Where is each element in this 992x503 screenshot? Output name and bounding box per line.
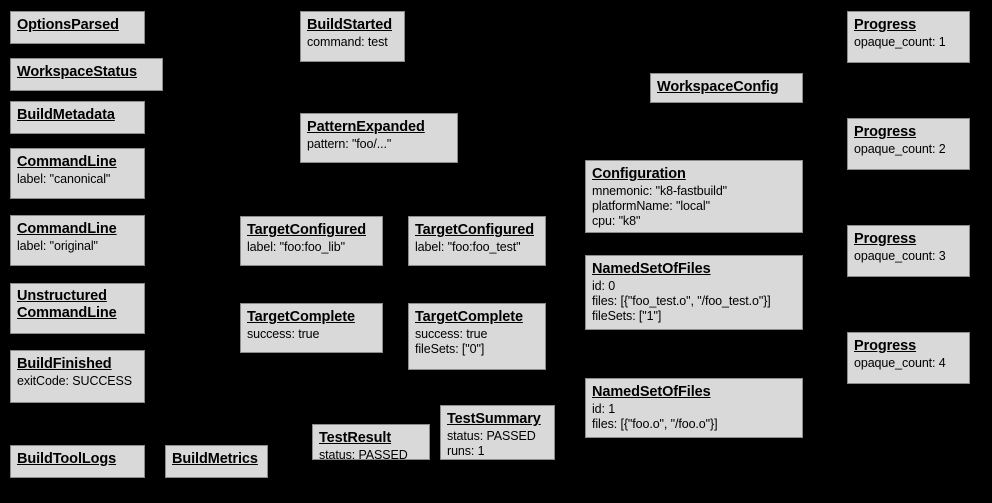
- event-node-title: NamedSetOfFiles: [592, 384, 711, 400]
- event-node-title: NamedSetOfFiles: [592, 261, 711, 277]
- event-node-progress-1[interactable]: Progress opaque_count: 1: [847, 11, 970, 63]
- event-node-target-complete-lib[interactable]: TargetComplete success: true: [240, 303, 383, 353]
- event-node-field: label: "original": [17, 239, 98, 254]
- event-node-title: Configuration: [592, 166, 686, 182]
- event-node-title: BuildFinished: [17, 356, 112, 372]
- event-node-test-result[interactable]: TestResult status: PASSED: [312, 424, 430, 463]
- event-node-fields: status: PASSED: [319, 448, 423, 463]
- event-node-field: mnemonic: "k8-fastbuild": [592, 184, 728, 199]
- event-node-build-finished[interactable]: BuildFinished exitCode: SUCCESS: [10, 350, 145, 403]
- event-node-title: PatternExpanded: [307, 119, 425, 135]
- event-node-workspace-config[interactable]: WorkspaceConfig: [650, 73, 803, 103]
- event-node-field: exitCode: SUCCESS: [17, 374, 133, 389]
- event-node-build-tool-logs[interactable]: BuildToolLogs: [10, 445, 145, 478]
- event-node-title: TargetComplete: [415, 309, 523, 325]
- event-node-field: runs: 1: [447, 443, 485, 458]
- event-node-field: fileSets: ["0"]: [415, 341, 485, 356]
- event-node-field: success: true: [247, 327, 320, 342]
- event-node-fields: label: "foo:foo_test": [415, 240, 539, 255]
- event-node-fields: opaque_count: 3: [854, 249, 963, 264]
- event-node-workspace-status[interactable]: WorkspaceStatus: [10, 58, 163, 91]
- event-node-field: pattern: "foo/...": [307, 137, 392, 152]
- event-node-field: opaque_count: 1: [854, 35, 946, 50]
- event-node-fields: opaque_count: 4: [854, 356, 963, 371]
- event-node-title: WorkspaceConfig: [657, 79, 779, 95]
- event-node-fields: opaque_count: 1: [854, 35, 963, 50]
- event-node-title: Unstructured CommandLine: [17, 288, 117, 322]
- event-node-title: TargetConfigured: [247, 222, 366, 238]
- event-node-fields: exitCode: SUCCESS: [17, 374, 138, 389]
- event-node-progress-3[interactable]: Progress opaque_count: 3: [847, 225, 970, 277]
- event-node-title: BuildMetadata: [17, 107, 115, 123]
- event-node-field: label: "foo:foo_test": [415, 240, 521, 255]
- event-node-fields: command: test: [307, 35, 398, 50]
- event-node-title: CommandLine: [17, 154, 117, 170]
- event-node-field: files: [{"foo_test.o", "/foo_test.o"}]: [592, 293, 771, 308]
- event-node-field: id: 1: [592, 402, 616, 417]
- event-node-configuration[interactable]: Configuration mnemonic: "k8-fastbuild"pla…: [585, 160, 803, 233]
- event-node-options-parsed[interactable]: OptionsParsed: [10, 11, 145, 44]
- event-node-target-configured-foo-test[interactable]: TargetConfigured label: "foo:foo_test": [408, 216, 546, 266]
- event-node-fields: pattern: "foo/...": [307, 137, 451, 152]
- event-node-build-metrics[interactable]: BuildMetrics: [165, 445, 268, 478]
- event-node-field: label: "canonical": [17, 172, 111, 187]
- event-node-field: status: PASSED: [447, 429, 536, 444]
- event-node-title: BuildStarted: [307, 17, 393, 33]
- event-node-field: id: 0: [592, 279, 616, 294]
- event-node-field: command: test: [307, 35, 388, 50]
- event-node-command-line-original[interactable]: CommandLine label: "original": [10, 215, 145, 266]
- event-node-unstructured-command-line[interactable]: Unstructured CommandLine: [10, 283, 145, 334]
- event-node-title: BuildToolLogs: [17, 451, 117, 467]
- event-node-title: BuildMetrics: [172, 451, 258, 467]
- event-node-title: TestResult: [319, 430, 392, 446]
- event-node-build-metadata[interactable]: BuildMetadata: [10, 101, 145, 134]
- event-node-title: TestSummary: [447, 411, 541, 427]
- event-node-title: TargetConfigured: [415, 222, 534, 238]
- event-node-field: label: "foo:foo_lib": [247, 240, 345, 255]
- event-node-field: cpu: "k8": [592, 213, 641, 228]
- event-node-field: success: true: [415, 327, 488, 342]
- event-node-target-configured-foo-lib[interactable]: TargetConfigured label: "foo:foo_lib": [240, 216, 383, 266]
- event-node-command-line-canonical[interactable]: CommandLine label: "canonical": [10, 148, 145, 199]
- event-node-field: status: PASSED: [319, 448, 408, 463]
- event-node-progress-2[interactable]: Progress opaque_count: 2: [847, 118, 970, 170]
- event-node-pattern-expanded[interactable]: PatternExpanded pattern: "foo/...": [300, 113, 458, 163]
- event-node-title: OptionsParsed: [17, 17, 119, 33]
- event-node-title: CommandLine: [17, 221, 117, 237]
- event-node-field: opaque_count: 2: [854, 142, 946, 157]
- event-node-fields: mnemonic: "k8-fastbuild"platformName: "l…: [592, 184, 796, 228]
- event-node-title: Progress: [854, 124, 917, 140]
- event-node-fields: label: "original": [17, 239, 138, 254]
- event-node-field: files: [{"foo.o", "/foo.o"}]: [592, 416, 718, 431]
- event-node-title: Progress: [854, 231, 917, 247]
- event-node-title: Progress: [854, 17, 917, 33]
- event-node-fields: opaque_count: 2: [854, 142, 963, 157]
- event-node-title: TargetComplete: [247, 309, 355, 325]
- event-node-fields: label: "foo:foo_lib": [247, 240, 376, 255]
- event-node-progress-4[interactable]: Progress opaque_count: 4: [847, 332, 970, 384]
- event-node-title: WorkspaceStatus: [17, 64, 137, 80]
- event-node-field: fileSets: ["1"]: [592, 308, 662, 323]
- event-node-field: platformName: "local": [592, 198, 710, 213]
- event-node-fields: success: true: [247, 327, 376, 342]
- event-node-fields: label: "canonical": [17, 172, 138, 187]
- event-node-title: Progress: [854, 338, 917, 354]
- event-node-field: opaque_count: 4: [854, 356, 946, 371]
- event-node-build-started[interactable]: BuildStarted command: test: [300, 11, 405, 62]
- event-node-field: opaque_count: 3: [854, 249, 946, 264]
